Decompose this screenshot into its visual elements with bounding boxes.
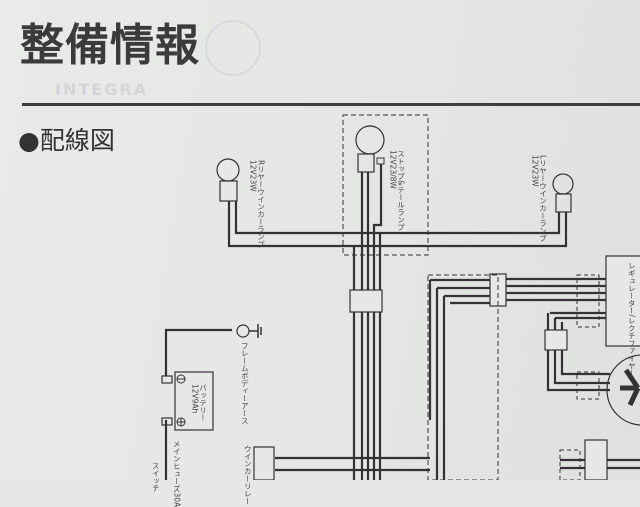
section-title: 配線図	[39, 126, 115, 155]
l-winker-socket	[555, 193, 572, 213]
bullet-icon: ●	[18, 126, 40, 155]
stop-tail-lamp-bulb-icon	[355, 125, 385, 155]
stop-tail-lamp-box	[342, 114, 429, 256]
frame-ground-label: フレームボディーアース	[240, 342, 250, 425]
regulator-coupler-box	[576, 274, 600, 328]
regulator-label: レギュレーター/レクチファイヤー	[627, 262, 637, 378]
generator-coil-icon	[620, 368, 640, 407]
generator-icon	[606, 354, 640, 426]
r-winker-bulb-icon	[216, 158, 240, 182]
stop-tail-lamp-socket	[357, 153, 375, 173]
wires	[164, 164, 640, 480]
wiring-diagram	[161, 114, 640, 480]
regulator-box	[605, 255, 640, 347]
section-heading: ●配線図	[18, 126, 115, 156]
watermark-logo	[205, 20, 261, 76]
switch-label: スイッチ	[151, 462, 161, 492]
center-connector	[349, 289, 383, 313]
lower-right-connector	[584, 439, 608, 480]
l-winker-bulb-icon	[552, 173, 574, 195]
mid-connector	[544, 329, 568, 351]
watermark-text: INTEGRA	[55, 80, 149, 99]
ground-icon	[249, 324, 262, 338]
winker-relay-label: ウインカーリレー	[243, 445, 253, 505]
battery-minus-terminal	[161, 375, 173, 384]
page-title: 整備情報	[20, 20, 200, 71]
main-fuse-label: メインヒューズ30A	[172, 440, 182, 507]
generator-coupler-box	[576, 371, 600, 400]
battery-plus-terminal	[161, 417, 173, 426]
r-winker-socket	[219, 180, 238, 202]
lower-right-dashed-box	[559, 449, 581, 480]
title-divider	[22, 103, 640, 106]
frame-ground-terminal-icon	[236, 324, 250, 338]
winker-relay-box	[253, 446, 275, 480]
stop-tail-lamp-connector	[376, 157, 385, 165]
harness-dashed-box	[427, 274, 499, 480]
